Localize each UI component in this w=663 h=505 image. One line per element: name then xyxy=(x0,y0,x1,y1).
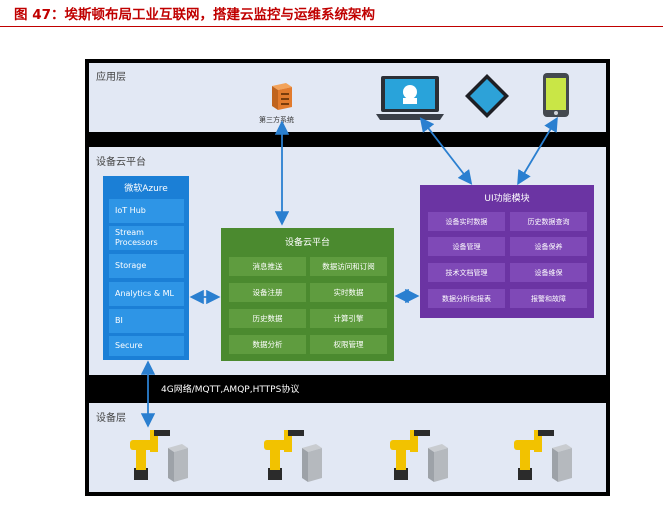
cloud-platform-item: 权限管理 xyxy=(310,335,387,354)
phone-icon xyxy=(541,72,571,118)
arrow-phone-to-ui xyxy=(517,116,558,186)
azure-title: 微软Azure xyxy=(124,184,168,194)
azure-item: Secure xyxy=(109,336,184,356)
server-icon xyxy=(266,80,296,112)
controller-cabinet-icon xyxy=(302,444,322,482)
cloud-platform-title: 设备云平台 xyxy=(284,238,330,248)
figure-title: 图 47：埃斯顿布局工业互联网，搭建云监控与运维系统架构 xyxy=(14,7,375,23)
ui-module-item: 设备管理 xyxy=(428,237,505,256)
cloud-platform-item: 数据分析 xyxy=(229,335,306,354)
ui-module-item: 数据分析和报表 xyxy=(428,289,505,308)
ui-module-item: 报警和故障 xyxy=(510,289,587,308)
third-party-label: 第三方系统 xyxy=(259,116,294,124)
ui-module-item: 设备实时数据 xyxy=(428,212,505,231)
cloud-platform-item: 计算引擎 xyxy=(310,309,387,328)
cloud-platform-item: 实时数据 xyxy=(310,283,387,302)
azure-item: BI xyxy=(109,309,184,333)
controller-cabinet-icon xyxy=(168,444,188,482)
azure-item: Stream Processors xyxy=(109,226,184,250)
device-layer-label: 设备层 xyxy=(96,413,126,424)
tablet-icon xyxy=(463,72,511,120)
controller-cabinet-icon xyxy=(428,444,448,482)
robot-unit xyxy=(390,430,448,482)
application-layer-label: 应用层 xyxy=(96,72,126,83)
cloud-platform-item: 历史数据 xyxy=(229,309,306,328)
laptop-icon xyxy=(376,74,444,122)
controller-cabinet-icon xyxy=(552,444,572,482)
title-rule xyxy=(0,26,663,27)
cloud-platform-item: 设备注册 xyxy=(229,283,306,302)
robot-arm-icon xyxy=(264,430,304,480)
ui-module-title: UI功能模块 xyxy=(484,194,530,204)
ui-module-item: 技术文档管理 xyxy=(428,263,505,282)
ui-module-item: 历史数据查询 xyxy=(510,212,587,231)
cloud-platform-item: 消息推送 xyxy=(229,257,306,276)
robot-unit xyxy=(130,430,188,482)
ui-module-item: 设备保养 xyxy=(510,237,587,256)
robot-arm-icon xyxy=(130,430,170,480)
ui-module-item: 设备维保 xyxy=(510,263,587,282)
robot-unit xyxy=(514,430,572,482)
robot-arm-icon xyxy=(514,430,554,480)
azure-item: Analytics & ML xyxy=(109,282,184,306)
robot-arm-icon xyxy=(390,430,430,480)
robot-unit xyxy=(264,430,322,482)
cloud-platform-item: 数据访问和订阅 xyxy=(310,257,387,276)
azure-item: IoT Hub xyxy=(109,199,184,223)
azure-item: Storage xyxy=(109,254,184,278)
arrow-laptop-to-ui xyxy=(419,117,473,185)
protocol-label: 4G网络/MQTT,AMQP,HTTPS协议 xyxy=(161,385,300,395)
platform-layer-label: 设备云平台 xyxy=(96,157,146,168)
